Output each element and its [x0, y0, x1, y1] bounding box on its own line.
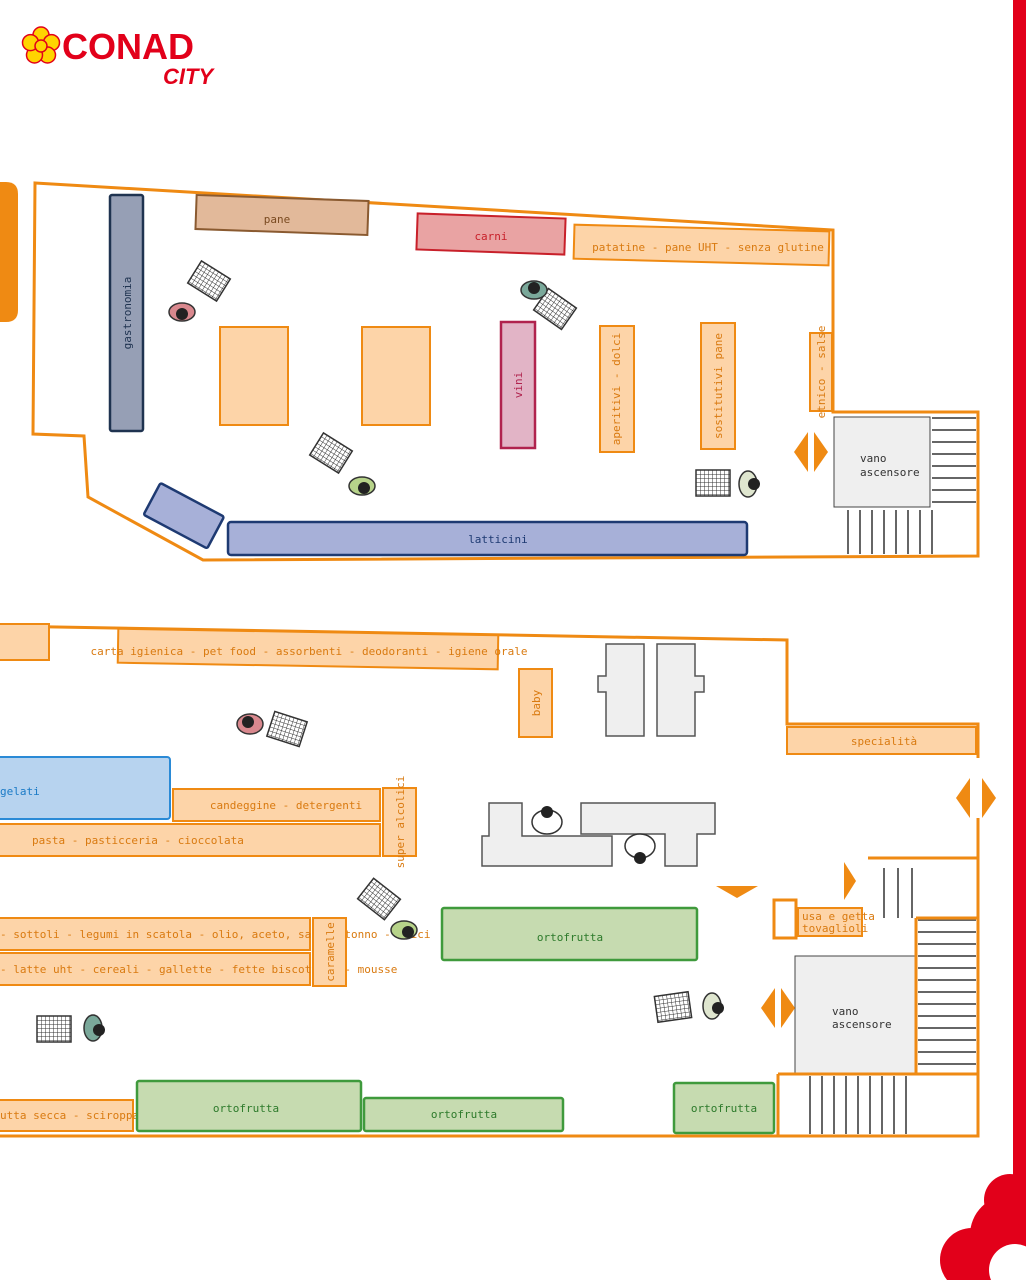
- shelf-super-alcolici[interactable]: super alcolici: [382, 776, 417, 869]
- cashier-icon: [531, 806, 563, 835]
- counter-gastronomia[interactable]: gastronomia: [108, 193, 145, 433]
- shelf-block-1[interactable]: [219, 326, 289, 426]
- shelf-latte-label: - latte uht - cereali - gallette - fette…: [0, 963, 397, 976]
- shelf-patatine[interactable]: patatine - pane UHT - senza glutine: [572, 223, 831, 267]
- shelf-sostitutivi-pane[interactable]: sostitutivi pane: [700, 322, 736, 450]
- shelf-vini[interactable]: vini: [499, 320, 537, 450]
- shopper-icon: [356, 877, 418, 940]
- checkout-upper: [597, 643, 705, 737]
- entrance-arrow-icon: [716, 886, 758, 898]
- shelf-baby-label: baby: [530, 689, 543, 716]
- flower-icon: [21, 26, 61, 64]
- lower-floor: carta igienica - pet food - assorbenti -…: [0, 623, 996, 1138]
- elevator-lower: vano ascensore: [776, 868, 978, 1136]
- shelf-carta-igienica-label: carta igienica - pet food - assorbenti -…: [90, 645, 527, 658]
- elevator-upper-label-1: vano: [860, 452, 887, 465]
- conad-logo: CONAD CITY: [21, 26, 215, 89]
- cashier-icon: [624, 833, 656, 864]
- shelf-carta-igienica[interactable]: carta igienica - pet food - assorbenti -…: [90, 627, 528, 671]
- shelf-usa-e-getta[interactable]: usa e getta tovaglioli: [772, 898, 875, 940]
- shelf-pasta[interactable]: pasta - pasticceria - cioccolata: [0, 823, 381, 857]
- shelf-aperitivi-dolci[interactable]: aperitivi - dolci: [599, 325, 635, 453]
- shelf-ortofrutta-3[interactable]: ortofrutta: [672, 1081, 776, 1135]
- shelf-candeggine-label: candeggine - detergenti: [210, 799, 362, 812]
- shelf-ortofrutta-main[interactable]: ortofrutta: [440, 906, 699, 962]
- shelf-frutta-secca-label: utta secca - sciroppata: [0, 1109, 152, 1122]
- shelf-ortofrutta-1[interactable]: ortofrutta: [135, 1079, 363, 1133]
- shelf-pane-label: pane: [264, 213, 291, 226]
- stairs-lower-bottom: [809, 1076, 907, 1134]
- shopper-icon: [308, 432, 376, 496]
- shopper-icon: [168, 260, 232, 322]
- freezer-gelati-label: gelati: [0, 785, 40, 798]
- shopper-icon: [695, 469, 760, 498]
- left-tab: [0, 182, 18, 322]
- shelf-block-2[interactable]: [361, 326, 431, 426]
- shelf-ortofrutta-1-label: ortofrutta: [213, 1102, 279, 1115]
- shelf-usa-e-getta-label-1: usa e getta: [802, 910, 875, 923]
- shelf-ortofrutta-3-label: ortofrutta: [691, 1102, 757, 1115]
- shelf-sostitutivi-pane-label: sostitutivi pane: [712, 333, 725, 439]
- shopper-icon: [36, 1014, 105, 1043]
- stairs-upper-bottom: [847, 510, 933, 554]
- shelf-carni[interactable]: carni: [415, 212, 567, 256]
- shelf-carni-label: carni: [474, 230, 507, 243]
- shelf-sottoli[interactable]: - sottoli - legumi in scatola - olio, ac…: [0, 917, 430, 951]
- shelf-pasta-label: pasta - pasticceria - cioccolata: [32, 834, 244, 847]
- shelf-sottoli-label: - sottoli - legumi in scatola - olio, ac…: [0, 928, 430, 941]
- shelf-latticini-label: latticini: [468, 533, 528, 546]
- shelf-usa-e-getta-label-2: tovaglioli: [802, 922, 868, 935]
- checkout-counters: [481, 802, 716, 867]
- door-arrows-right-icon: [956, 778, 996, 818]
- shelf-etnico-salse-label: etnico - salse: [815, 326, 828, 419]
- shelf-caramelle-label: caramelle: [324, 922, 337, 982]
- shopper-icon: [236, 710, 308, 748]
- shelf-latte[interactable]: - latte uht - cereali - gallette - fette…: [0, 952, 397, 986]
- shelf-ortofrutta-main-label: ortofrutta: [537, 931, 603, 944]
- stairs-lower-right: [918, 919, 976, 1065]
- shelf-baby[interactable]: baby: [518, 668, 553, 738]
- entrance-arrow-right-icon: [844, 862, 856, 900]
- upper-floor: pane carni patatine - pane UHT - senza g…: [31, 181, 980, 562]
- shelf-frutta-secca[interactable]: utta secca - sciroppata: [0, 1099, 152, 1132]
- door-arrows-lower-icon: [761, 988, 795, 1028]
- shelf-latticini[interactable]: latticini: [143, 482, 749, 557]
- stairs-lower-top: [883, 868, 913, 918]
- stairs-upper-right: [932, 417, 976, 503]
- shelf-patatine-label: patatine - pane UHT - senza glutine: [592, 241, 824, 254]
- shelf-super-alcolici-label: super alcolici: [394, 776, 407, 869]
- shelf-left-partial[interactable]: [0, 623, 50, 661]
- door-arrows-upper-icon: [794, 432, 828, 472]
- shelf-ortofrutta-2[interactable]: ortofrutta: [362, 1096, 565, 1133]
- right-border: [1013, 0, 1026, 1180]
- shelf-ortofrutta-2-label: ortofrutta: [431, 1108, 497, 1121]
- shelf-specialita[interactable]: specialità: [786, 726, 977, 755]
- counter-gastronomia-label: gastronomia: [121, 277, 134, 350]
- freezer-gelati[interactable]: gelati: [0, 756, 171, 820]
- shelf-pane[interactable]: pane: [194, 193, 370, 237]
- shelf-vini-label: vini: [512, 372, 525, 399]
- lower-floor-wall-bottom: [0, 818, 980, 1138]
- shelf-caramelle[interactable]: caramelle: [312, 917, 347, 987]
- upper-floor-wall: [31, 181, 980, 562]
- shopper-icon: [653, 991, 724, 1023]
- elevator-lower-label-1: vano: [832, 1005, 859, 1018]
- elevator-upper: vano ascensore: [833, 416, 976, 554]
- brand-sub: CITY: [163, 64, 215, 89]
- shelf-specialita-label: specialità: [851, 735, 917, 748]
- shelf-candeggine[interactable]: candeggine - detergenti: [172, 788, 381, 822]
- shopper-icon: [520, 280, 578, 331]
- elevator-lower-label-2: ascensore: [832, 1018, 892, 1031]
- flower-corner-icon: [940, 1174, 1026, 1280]
- brand-name: CONAD: [62, 26, 194, 67]
- lower-floor-wall-top: [0, 624, 980, 758]
- shelf-etnico-salse[interactable]: etnico - salse: [809, 326, 833, 419]
- shelf-aperitivi-dolci-label: aperitivi - dolci: [610, 333, 623, 446]
- elevator-upper-label-2: ascensore: [860, 466, 920, 479]
